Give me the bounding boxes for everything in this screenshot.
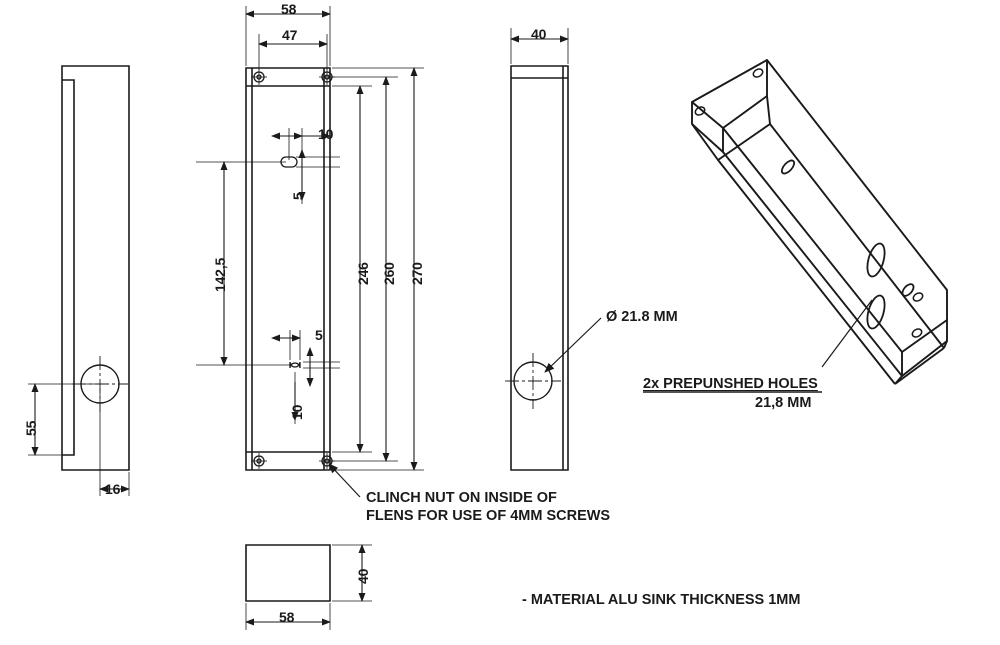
bottom-view-dim-extensions — [245, 544, 372, 630]
dim-front-246: 246 — [355, 262, 371, 285]
front-view-top-dim-lines — [245, 10, 331, 48]
dim-bottom-58: 58 — [279, 609, 295, 625]
iso-view-body — [691, 59, 948, 385]
side-view-dim-lines — [31, 383, 130, 493]
right-view-centerlines — [505, 353, 561, 409]
front-view-slot-lower-dim-arrows — [271, 334, 314, 421]
prepunched-note-line1: 2x PREPUNSHED HOLES — [643, 376, 818, 392]
dim-front-47: 47 — [282, 27, 298, 43]
front-view-slot-upper — [280, 156, 298, 168]
bottom-view-dim-lines — [245, 544, 366, 626]
prepunched-leader — [821, 299, 873, 368]
dim-side-55: 55 — [23, 420, 39, 436]
front-view-slot-upper-dim-arrows — [271, 132, 331, 201]
bottom-view-outline — [245, 544, 331, 602]
clinch-note-line2: FLENS FOR USE OF 4MM SCREWS — [366, 508, 611, 524]
dim-front-1425: 142,5 — [212, 257, 228, 292]
front-view-slot-lower — [289, 361, 301, 369]
dim-side-16: 16 — [105, 481, 121, 497]
dim-front-10-top: 10 — [318, 126, 334, 142]
material-note: - MATERIAL ALU SINK THICKNESS 1MM — [522, 592, 801, 608]
clinch-note-line1: CLINCH NUT ON INSIDE OF — [366, 490, 557, 506]
dim-front-270: 270 — [409, 262, 425, 285]
front-view-1425-extensions — [196, 161, 290, 366]
iso-view-flange-holes — [694, 68, 924, 338]
prepunched-note-line2: 21,8 MM — [755, 395, 812, 411]
dim-front-10-bottom: 10 — [289, 404, 305, 420]
dim-front-5-bottom: 5 — [315, 327, 323, 343]
dim-right-40: 40 — [531, 26, 547, 42]
dim-bottom-40: 40 — [355, 568, 371, 584]
iso-view-slots — [780, 159, 915, 297]
diameter-callout-leader — [544, 317, 602, 373]
front-view-nut-crosshairs — [251, 69, 335, 469]
dim-front-58: 58 — [281, 1, 297, 17]
side-view-dim-extensions — [28, 383, 130, 496]
right-view-outline — [510, 65, 569, 471]
right-view-dim-extensions — [510, 28, 569, 64]
dim-front-260: 260 — [381, 262, 397, 285]
iso-view-prepunched-holes — [866, 242, 886, 330]
front-view-right-dim-lines — [356, 67, 418, 471]
dim-front-5-top: 5 — [290, 192, 306, 200]
diameter-callout-label: Ø 21.8 MM — [606, 309, 678, 325]
clinch-nut-leader — [328, 463, 361, 498]
side-view-outline — [61, 65, 130, 471]
